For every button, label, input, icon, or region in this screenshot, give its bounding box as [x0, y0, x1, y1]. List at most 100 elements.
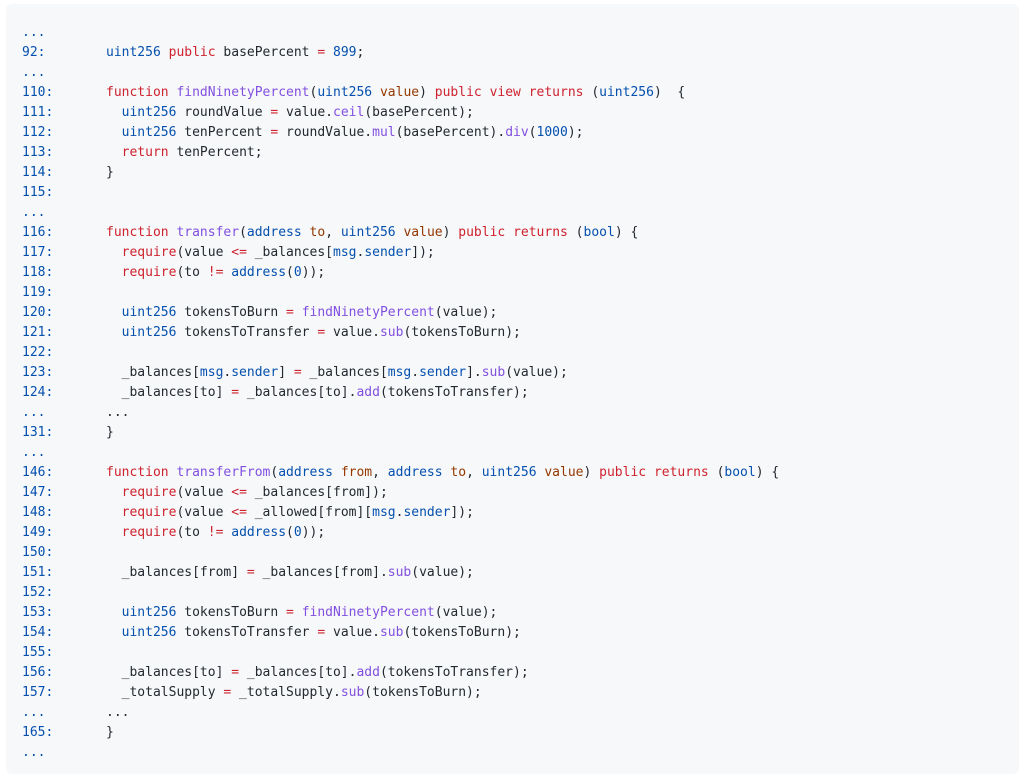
code-line: 149: require(to != address(0)); — [6, 523, 1019, 543]
code-token: to — [450, 465, 467, 480]
code-text: uint256 tenPercent = roundValue.mul(base… — [106, 123, 584, 143]
code-token — [106, 525, 122, 540]
code-line: 123: _balances[msg.sender] = _balances[m… — [6, 363, 1019, 383]
code-line: 92:uint256 public basePercent = 899; — [6, 43, 1019, 63]
code-line: 151: _balances[from] = _balances[from].s… — [6, 563, 1019, 583]
code-token: ( — [528, 125, 537, 140]
code-text: ... — [106, 403, 129, 423]
line-number: 154: — [22, 625, 54, 640]
code-token: , — [325, 225, 341, 240]
code-token: ]); — [411, 245, 435, 260]
code-token: findNinetyPercent — [301, 605, 435, 620]
code-token: ); — [567, 125, 584, 140]
code-line: 114:} — [6, 163, 1019, 183]
code-line: 154: uint256 tokensToTransfer = value.su… — [6, 623, 1019, 643]
line-number: 165: — [22, 725, 54, 740]
code-token: (value); — [434, 605, 498, 620]
code-token — [106, 625, 122, 640]
code-token: . — [223, 365, 232, 380]
code-token: = — [317, 325, 326, 340]
code-token — [521, 85, 529, 100]
code-token — [372, 85, 380, 100]
code-token: to — [309, 225, 326, 240]
code-token — [106, 305, 122, 320]
code-line: 147: require(value <= _balances[from]); — [6, 483, 1019, 503]
code-token — [294, 605, 302, 620]
code-token: return — [121, 145, 169, 160]
line-number: 120: — [22, 305, 54, 320]
code-token: (tokensToTransfer); — [379, 385, 529, 400]
code-token: public — [168, 45, 216, 60]
code-line: 156: _balances[to] = _balances[to].add(t… — [6, 663, 1019, 683]
code-line: ...... — [6, 703, 1019, 723]
code-token: _balances[from]. — [254, 565, 388, 580]
code-token: uint256 — [121, 305, 177, 320]
code-text: require(value <= _balances[msg.sender]); — [106, 243, 435, 263]
code-token: = — [286, 605, 294, 620]
code-text: uint256 tokensToTransfer = value.sub(tok… — [106, 323, 521, 343]
code-token: uint256 — [481, 465, 537, 480]
code-token: roundValue — [176, 105, 271, 120]
code-token: value — [379, 85, 420, 100]
code-token: require — [121, 505, 177, 520]
code-token: require — [121, 245, 177, 260]
line-number: 149: — [22, 525, 54, 540]
code-text: _balances[msg.sender] = _balances[msg.se… — [106, 363, 568, 383]
code-line: 119: — [6, 283, 1019, 303]
code-token: uint256 — [121, 325, 177, 340]
code-line: 116:function transfer(address to, uint25… — [6, 223, 1019, 243]
code-token: sender — [419, 365, 467, 380]
code-token: } — [106, 725, 114, 740]
code-token: 0 — [293, 265, 302, 280]
code-token: sub — [481, 365, 506, 380]
code-token: sender — [231, 365, 279, 380]
code-token: sender — [403, 505, 451, 520]
code-line: 124: _balances[to] = _balances[to].add(t… — [6, 383, 1019, 403]
code-token: uint256 — [121, 105, 177, 120]
code-token: , — [466, 465, 482, 480]
code-token: . — [411, 365, 420, 380]
line-number: 150: — [22, 545, 54, 560]
code-token — [106, 265, 122, 280]
code-token: tokensToTransfer — [176, 325, 318, 340]
code-token: require — [121, 525, 177, 540]
code-token: ) { — [653, 85, 686, 100]
code-text: } — [106, 163, 114, 183]
code-line: 120: uint256 tokensToBurn = findNinetyPe… — [6, 303, 1019, 323]
code-line: 121: uint256 tokensToTransfer = value.su… — [6, 323, 1019, 343]
code-token: tenPercent — [176, 125, 271, 140]
line-number: 123: — [22, 365, 54, 380]
line-number: 156: — [22, 665, 54, 680]
line-number: 118: — [22, 265, 54, 280]
line-number: 112: — [22, 125, 54, 140]
code-line: 150: — [6, 543, 1019, 563]
line-number: 148: — [22, 505, 54, 520]
code-token: 899 — [333, 45, 357, 60]
code-token: ) { — [755, 465, 780, 480]
code-token: ] — [278, 365, 294, 380]
code-line: 115: — [6, 183, 1019, 203]
code-token: (value); — [434, 305, 498, 320]
code-token: uint256 — [121, 625, 177, 640]
code-line: 165:} — [6, 723, 1019, 743]
code-token: <= — [231, 245, 247, 260]
code-token: mul — [372, 125, 396, 140]
code-token: (basePercent); — [364, 105, 474, 120]
line-number: ... — [22, 65, 46, 80]
code-text: require(value <= _allowed[from][msg.send… — [106, 503, 474, 523]
code-token: roundValue. — [278, 125, 373, 140]
line-number: 115: — [22, 185, 54, 200]
line-number: 122: — [22, 345, 54, 360]
code-token: ( — [309, 85, 318, 100]
code-token: basePercent — [215, 45, 318, 60]
code-token: value. — [325, 325, 380, 340]
line-number: 147: — [22, 485, 54, 500]
line-number: 124: — [22, 385, 54, 400]
code-token: <= — [231, 485, 247, 500]
code-token: public — [599, 465, 647, 480]
code-token: } — [106, 425, 114, 440]
code-token: ; — [356, 45, 365, 60]
code-text: uint256 tokensToBurn = findNinetyPercent… — [106, 603, 498, 623]
code-token: _balances[ — [106, 365, 200, 380]
code-line: 157: _totalSupply = _totalSupply.sub(tok… — [6, 683, 1019, 703]
